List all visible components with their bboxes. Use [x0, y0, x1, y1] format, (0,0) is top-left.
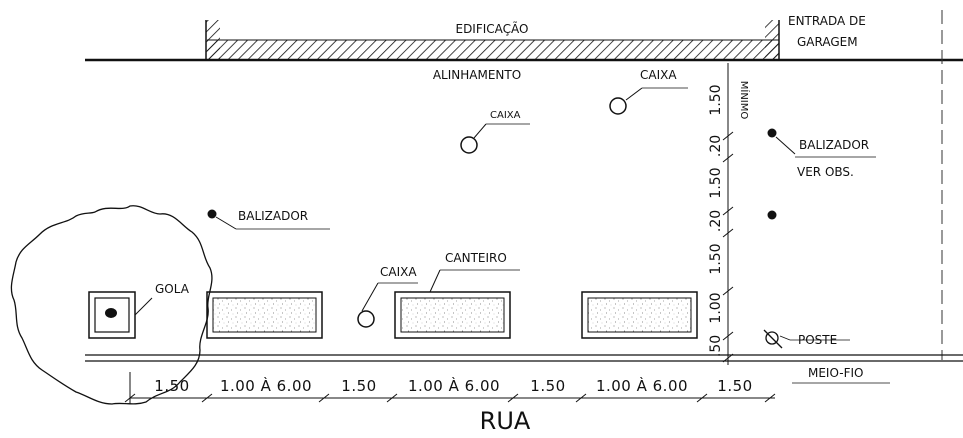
hdim-3: 1.50: [341, 377, 376, 395]
balizador-left: BALIZADOR: [207, 209, 330, 230]
balizador-left-label: BALIZADOR: [238, 209, 308, 223]
vdim-2: .20: [708, 135, 724, 157]
canteiro-3: [581, 291, 698, 339]
balizador-right-lower: [767, 210, 777, 220]
poste-label: POSTE: [798, 333, 837, 347]
vdim-4: .20: [708, 210, 724, 232]
meio-fio-label: MEIO-FIO: [808, 366, 863, 380]
vdim-7: .50: [708, 335, 724, 357]
balizador-right-label-1: BALIZADOR: [799, 138, 869, 152]
entrada-label-2: GARAGEM: [797, 35, 858, 49]
canteiro-1: [206, 291, 323, 339]
poste: POSTE: [763, 329, 850, 349]
vdim-6: 1.00: [708, 292, 724, 323]
hdim-1: 1.50: [154, 377, 189, 395]
caixa-mid-label: CAIXA: [490, 110, 521, 121]
caixa-mid: CAIXA: [460, 110, 530, 154]
vdim-5: 1.50: [708, 243, 724, 274]
edificacao-label: EDIFICAÇÃO: [455, 21, 528, 36]
hdim-7: 1.50: [717, 377, 752, 395]
caixa-top-label: CAIXA: [640, 68, 677, 82]
hdim-6: 1.00 À 6.00: [596, 376, 688, 395]
balizador-right: BALIZADOR VER OBS.: [767, 128, 876, 179]
vdim-3: 1.50: [708, 167, 724, 198]
caixa-low-label: CAIXA: [380, 265, 417, 279]
minimo-label: MÍNIMO: [738, 81, 751, 120]
entrada-label-1: ENTRADA DE: [788, 14, 866, 28]
gola-tree-pit: GOLA: [88, 282, 190, 339]
canteiro-2: CANTEIRO: [394, 251, 520, 339]
gola-label: GOLA: [155, 282, 190, 296]
caixa-top: CAIXA: [609, 68, 688, 115]
caixa-low: CAIXA: [357, 265, 418, 328]
canteiro-label: CANTEIRO: [445, 251, 507, 265]
horizontal-dimension: 1.50 1.00 À 6.00 1.50 1.00 À 6.00 1.50 1…: [124, 372, 776, 404]
vertical-dimension: 1.50 .20 1.50 .20 1.50 1.00 .50 MÍNIMO: [708, 63, 751, 365]
vdim-1: 1.50: [708, 84, 724, 115]
balizador-right-label-2: VER OBS.: [797, 165, 854, 179]
building-edificacao: [205, 20, 780, 60]
hdim-5: 1.50: [530, 377, 565, 395]
tree-crown-icon: [10, 205, 213, 405]
hdim-2: 1.00 À 6.00: [220, 376, 312, 395]
rua-label: RUA: [480, 407, 531, 433]
hdim-4: 1.00 À 6.00: [408, 376, 500, 395]
alinhamento-label: ALINHAMENTO: [433, 68, 521, 82]
